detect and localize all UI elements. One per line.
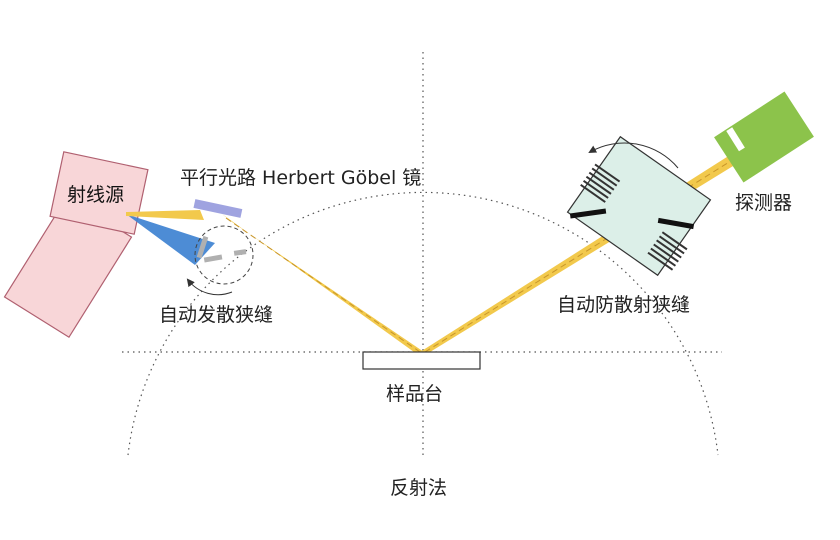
incident-beam-short	[126, 210, 204, 220]
antiscatter-slit-label: 自动防散射狭缝	[557, 294, 691, 316]
rotation-arrow-icon	[186, 278, 233, 296]
auto-divergence-slit	[186, 225, 254, 296]
mirror-label: 平行光路 Herbert Göbel 镜	[180, 167, 422, 189]
incident-beam	[222, 214, 424, 352]
divergence-slit-label: 自动发散狭缝	[159, 304, 274, 326]
divergence-cone	[126, 214, 215, 265]
detector	[714, 91, 814, 183]
source-label: 射线源	[67, 184, 125, 206]
rotation-arrow-icon	[588, 142, 679, 169]
diffracted-beam	[420, 155, 738, 352]
sample-stage-label: 样品台	[386, 383, 444, 405]
method-label: 反射法	[390, 477, 448, 499]
sample-stage	[362, 351, 481, 370]
auto-antiscatter-slit	[566, 135, 712, 277]
gobel-mirror	[193, 199, 243, 218]
xray-source	[3, 151, 149, 338]
detector-label: 探测器	[735, 192, 793, 214]
